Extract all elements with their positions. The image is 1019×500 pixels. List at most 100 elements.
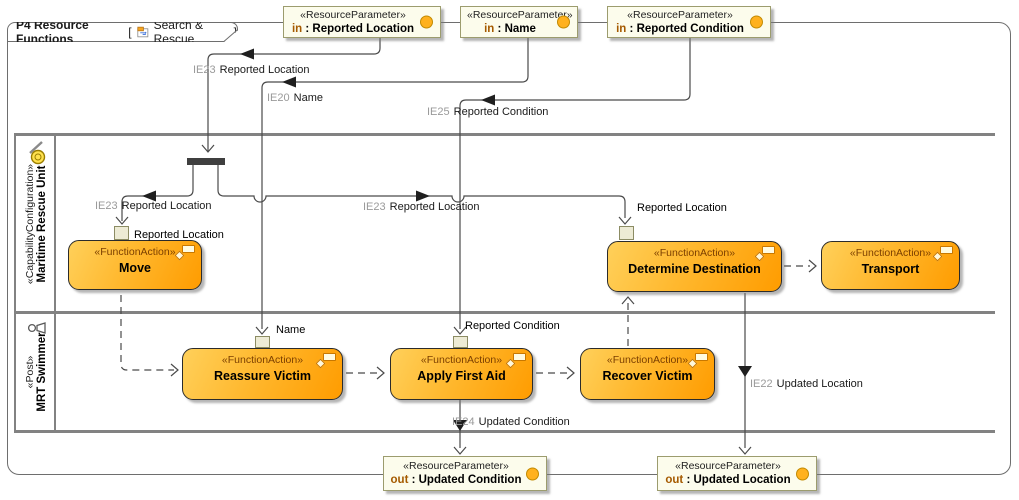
- action-note-icon: [323, 353, 336, 361]
- parameter-stereotype: «ResourceParameter»: [300, 8, 406, 21]
- arrowhead: [738, 366, 752, 377]
- swimlane-divider: [14, 311, 995, 314]
- action-name: Reassure Victim: [213, 369, 312, 383]
- flow-ie20-name[interactable]: [261, 37, 529, 329]
- open-arrowhead: [115, 216, 129, 225]
- pin-dd-reported-location[interactable]: [619, 226, 634, 240]
- action-stereotype: «FunctionAction»: [94, 246, 176, 258]
- action-move[interactable]: «FunctionAction» Move: [68, 240, 202, 290]
- flow-ie25-condition[interactable]: [459, 37, 691, 329]
- parameter-out-updated-location[interactable]: «ResourceParameter» out : Updated Locati…: [657, 456, 817, 491]
- action-stereotype: «FunctionAction»: [653, 247, 736, 259]
- flow-fork-to-move[interactable]: [121, 165, 194, 221]
- swimlane-bottom-border: [14, 430, 995, 433]
- open-arrowhead: [738, 446, 752, 455]
- parameter-ball-icon: [420, 15, 433, 29]
- lane-name: MRT Swimmer: [35, 332, 48, 412]
- parameter-name: in : Reported Condition: [616, 22, 744, 35]
- parameter-in-reported-condition[interactable]: «ResourceParameter» in : Reported Condit…: [607, 6, 771, 38]
- action-stereotype: «FunctionAction»: [221, 354, 304, 366]
- diagram-title-tab[interactable]: P4 Resource Functions [ Search & Rescue …: [7, 22, 238, 42]
- action-name: Recover Victim: [602, 369, 693, 383]
- parameter-in-name[interactable]: «ResourceParameter» in : Name: [460, 6, 578, 38]
- arrowhead: [481, 94, 495, 106]
- parameter-ball-icon: [796, 467, 809, 480]
- parameter-name: out : Updated Condition: [390, 474, 522, 486]
- action-recover-victim[interactable]: «FunctionAction» Recover Victim: [580, 348, 715, 400]
- action-name: Determine Destination: [628, 262, 761, 276]
- diagram-context-name: Search & Rescue: [153, 18, 203, 46]
- arrowhead: [282, 76, 296, 88]
- parameter-stereotype: «ResourceParameter»: [403, 460, 509, 472]
- parameter-name: in : Name: [484, 22, 536, 35]
- parameter-stereotype: «ResourceParameter»: [627, 8, 733, 21]
- pin-label[interactable]: Reported Location: [134, 229, 224, 241]
- lane-stereotype: «Post»: [23, 355, 36, 389]
- open-arrowhead: [621, 296, 635, 305]
- bracket-open: [: [128, 25, 132, 39]
- action-apply-first-aid[interactable]: «FunctionAction» Apply First Aid: [390, 348, 533, 400]
- action-note-icon: [762, 246, 775, 254]
- swimlane-header-divider: [54, 133, 56, 433]
- pin-label[interactable]: Name: [276, 324, 306, 336]
- diagram-title: P4 Resource Functions: [16, 18, 89, 46]
- action-name: Apply First Aid: [417, 369, 506, 383]
- action-note-icon: [182, 245, 195, 253]
- lane-name: Maritime Rescue Unit: [35, 165, 48, 282]
- action-reassure-victim[interactable]: «FunctionAction» Reassure Victim: [182, 348, 343, 400]
- parameter-ball-icon: [557, 15, 570, 29]
- swimlane-top-border: [14, 133, 995, 136]
- parameter-stereotype: «ResourceParameter»: [675, 460, 781, 472]
- flow-fork-to-determine-destination[interactable]: [217, 165, 626, 218]
- parameter-stereotype: «ResourceParameter»: [467, 8, 573, 21]
- lane-stereotype: «CapabilityConfiguration»: [23, 163, 36, 284]
- parameter-in-reported-location[interactable]: «ResourceParameter» in : Reported Locati…: [283, 6, 441, 38]
- arrowhead: [142, 190, 156, 202]
- pin-label[interactable]: Reported Condition: [465, 320, 560, 332]
- open-arrowhead: [255, 326, 269, 335]
- activity-diagram-icon: [136, 26, 148, 38]
- open-arrowhead: [808, 259, 817, 273]
- action-note-icon: [513, 353, 526, 361]
- open-arrowhead: [618, 216, 632, 225]
- action-stereotype: «FunctionAction»: [420, 354, 503, 366]
- pin-move-reported-location[interactable]: [114, 226, 129, 240]
- open-arrowhead: [376, 366, 385, 380]
- arrowhead: [416, 190, 430, 202]
- open-arrowhead: [453, 326, 467, 335]
- swimlane-left-border: [14, 133, 16, 433]
- arrowhead: [240, 48, 254, 60]
- action-name: Move: [119, 261, 151, 275]
- open-arrowhead: [453, 446, 467, 455]
- capability-configuration-icon: [29, 141, 46, 165]
- post-person-icon: [27, 322, 46, 334]
- action-note-icon: [695, 353, 708, 361]
- open-arrowhead: [566, 366, 575, 380]
- open-arrowhead: [170, 363, 179, 377]
- pin-reassure-name[interactable]: [255, 336, 270, 348]
- action-stereotype: «FunctionAction»: [606, 354, 689, 366]
- parameter-out-updated-condition[interactable]: «ResourceParameter» out : Updated Condit…: [383, 456, 547, 491]
- open-arrowhead: [201, 144, 215, 153]
- parameter-name: in : Reported Location: [291, 22, 415, 35]
- fork-node[interactable]: [187, 158, 225, 165]
- parameter-ball-icon: [526, 467, 539, 480]
- control-flow-move-reassure[interactable]: [120, 295, 174, 371]
- pin-afa-reported-condition[interactable]: [453, 336, 468, 348]
- action-note-icon: [940, 246, 953, 254]
- flow-ie23-param[interactable]: [207, 37, 381, 151]
- action-transport[interactable]: «FunctionAction» Transport: [821, 241, 960, 290]
- action-determine-destination[interactable]: «FunctionAction» Determine Destination: [607, 241, 782, 292]
- pin-label[interactable]: Reported Location: [637, 202, 727, 214]
- parameter-name: out : Updated Location: [665, 474, 791, 486]
- action-name: Transport: [861, 262, 920, 276]
